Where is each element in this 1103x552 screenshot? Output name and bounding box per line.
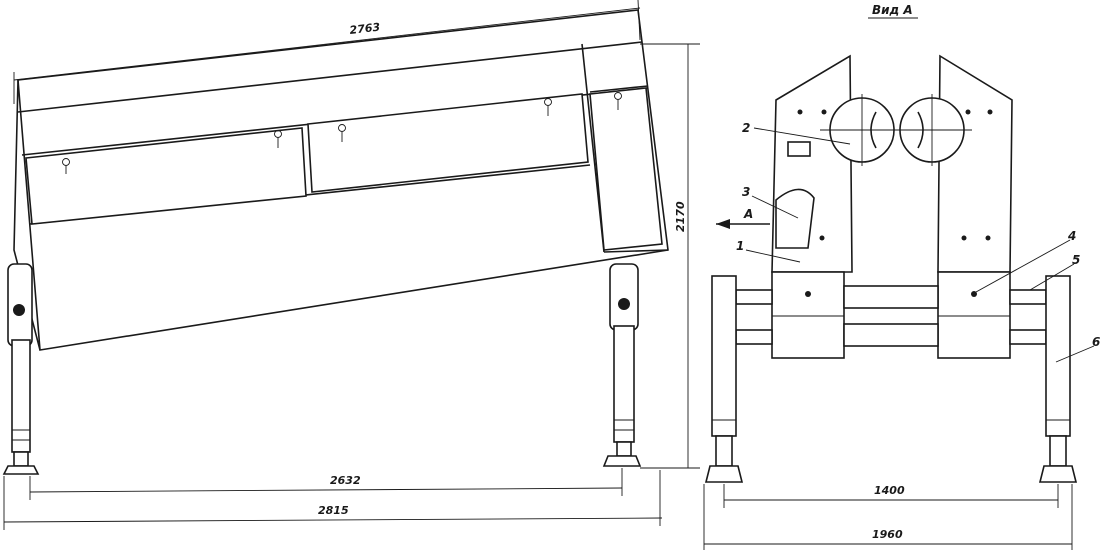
dimension-inner-span: 2632	[29, 468, 623, 500]
access-panel-middle	[307, 93, 589, 193]
dimension-overall-width: 1960	[703, 484, 1073, 550]
dim-inner-width-label: 1400	[874, 484, 905, 497]
dimension-height: 2170	[640, 43, 700, 469]
frame-stand	[704, 275, 1078, 483]
callout-1-label: 2	[742, 121, 750, 135]
dimension-top-length: 2763	[13, 0, 641, 104]
view-a-title: Вид А	[872, 3, 913, 17]
callout-5-label: 5	[1072, 253, 1080, 267]
hopper-plate-left	[771, 54, 853, 273]
bearing-housing-right	[937, 271, 1011, 359]
callout-leaders	[745, 127, 1095, 363]
dim-top-length-label: 2763	[349, 21, 381, 37]
dim-overall-length-label: 2815	[318, 504, 349, 517]
callout-4-label: 4	[1067, 229, 1076, 243]
view-a: Вид А	[703, 3, 1100, 550]
side-view: 2763 2170 2632 2815	[2, 0, 700, 530]
dimension-inner-width: 1400	[723, 484, 1059, 508]
support-leg-right	[602, 263, 642, 467]
support-leg-left	[2, 263, 40, 475]
access-panel-end	[589, 87, 663, 251]
hopper-plate-right	[937, 54, 1013, 273]
latch-icon	[62, 92, 622, 174]
access-panel-left	[25, 127, 307, 225]
roller-pair	[820, 94, 972, 166]
view-arrow-label: А	[743, 207, 753, 221]
callout-3-label: 1	[736, 239, 744, 253]
callout-2-label: 3	[742, 185, 750, 199]
dim-height-label: 2170	[674, 201, 687, 232]
view-direction-arrow: А	[716, 207, 770, 229]
bearing-housing-left	[771, 271, 845, 359]
dim-inner-span-label: 2632	[330, 474, 361, 487]
dimension-overall-length: 2815	[3, 470, 663, 530]
callout-6-label: 6	[1092, 335, 1100, 349]
dim-overall-width-label: 1960	[872, 528, 903, 541]
